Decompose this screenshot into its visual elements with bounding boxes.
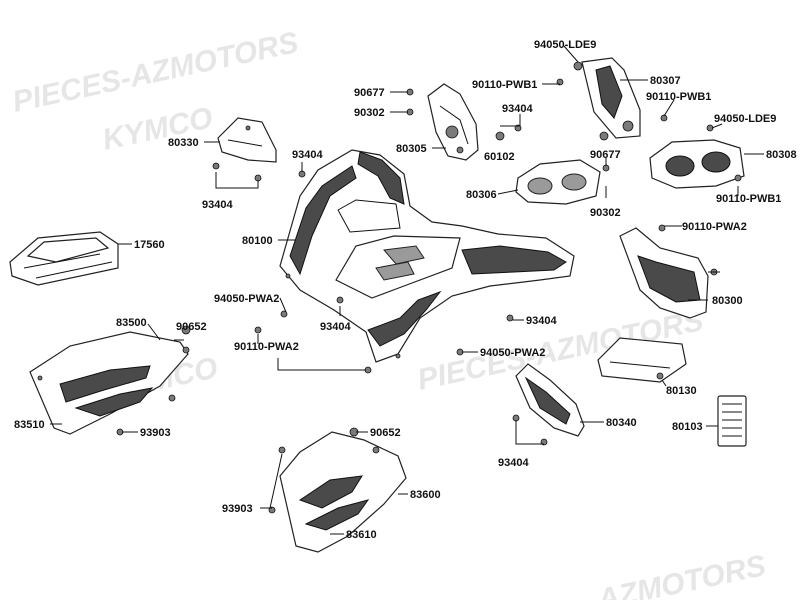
label-90110-pwa2-right: 90110-PWA2 [682, 221, 747, 233]
part-83500-side-panel [29, 331, 189, 435]
part-80308-bezel [649, 139, 745, 189]
part-80103-label [717, 395, 747, 447]
label-90110-pwa2-left: 90110-PWA2 [234, 341, 299, 353]
part-80306-cover [515, 159, 601, 205]
label-80100: 80100 [242, 235, 273, 247]
label-90110-pwb1-c: 90110-PWB1 [716, 193, 781, 205]
label-93404-b: 93404 [202, 199, 233, 211]
leader-lines [50, 45, 764, 535]
label-93404-f: 93404 [498, 457, 529, 469]
part-80300-guard [619, 227, 709, 319]
label-90302-mid: 90302 [590, 207, 621, 219]
label-80130: 80130 [666, 385, 697, 397]
label-94050-lde9-right: 94050-LDE9 [714, 113, 776, 125]
label-80305: 80305 [396, 143, 427, 155]
label-60102: 60102 [484, 151, 515, 163]
part-80340-side-cover [515, 363, 585, 437]
label-90652-bottom: 90652 [370, 427, 401, 439]
watermark-azmotors-bottom-right: AZMOTORS [594, 549, 769, 600]
label-93903-left: 93903 [140, 427, 171, 439]
part-80305-housing [427, 83, 479, 161]
fastener-group [116, 61, 742, 514]
label-80300: 80300 [712, 295, 743, 307]
label-83500: 83500 [116, 317, 147, 329]
label-93404-a: 93404 [292, 149, 323, 161]
label-83610: 83610 [346, 529, 377, 541]
label-80308: 80308 [766, 149, 797, 161]
label-90110-pwb1-a: 90110-PWB1 [472, 79, 537, 91]
part-17560-box [9, 231, 119, 286]
label-80307: 80307 [650, 75, 681, 87]
label-90110-pwb1-b: 90110-PWB1 [646, 91, 711, 103]
label-90652-left: 90652 [176, 321, 207, 333]
part-80100-rear-fender [279, 149, 575, 363]
label-90677-mid: 90677 [590, 149, 621, 161]
label-90302-top: 90302 [354, 107, 385, 119]
watermark-pieces-azmotors-left: PIECES-AZMOTORS [10, 26, 302, 119]
label-83600: 83600 [410, 489, 441, 501]
label-93404-e: 93404 [526, 315, 557, 327]
part-80307-mount [581, 57, 641, 139]
part-number-labels: 90677 90302 80305 80330 93404 93404 9405… [14, 39, 797, 541]
label-94050-pwa2-left: 94050-PWA2 [214, 293, 279, 305]
label-94050-lde9-top: 94050-LDE9 [534, 39, 596, 51]
label-17560: 17560 [134, 239, 165, 251]
part-80130-plate [597, 337, 687, 383]
label-80330: 80330 [168, 137, 199, 149]
part-80330-bracket [217, 117, 277, 163]
label-83510: 83510 [14, 419, 45, 431]
label-93903-bottom: 93903 [222, 503, 253, 515]
label-80340: 80340 [606, 417, 637, 429]
label-80103: 80103 [672, 421, 703, 433]
label-93404-c: 93404 [502, 103, 533, 115]
label-94050-pwa2-center: 94050-PWA2 [480, 347, 545, 359]
label-93404-d: 93404 [320, 321, 351, 333]
part-83600-side-panel [279, 431, 407, 553]
label-80306: 80306 [466, 189, 497, 201]
label-90677-top: 90677 [354, 87, 385, 99]
